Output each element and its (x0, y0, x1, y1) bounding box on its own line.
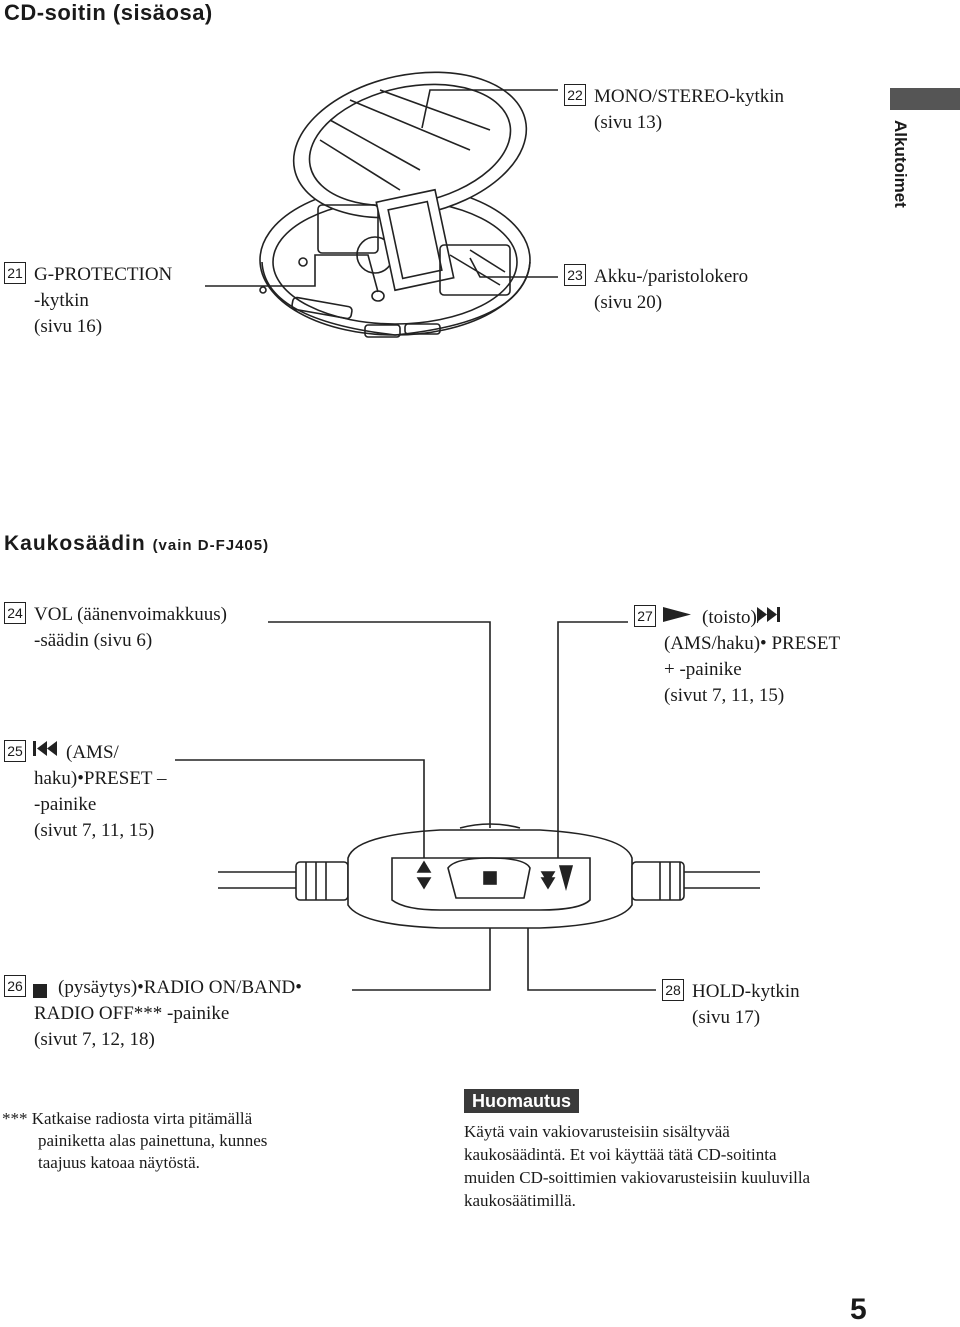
transport-symbols (33, 607, 780, 998)
callout-27: 27(toisto)/ (AMS/haku)• PRESET + -painik… (634, 605, 840, 709)
page-title: CD-soitin (sisäosa) (4, 0, 213, 25)
side-tab: Alkutoimet (891, 120, 910, 208)
callout-25: 25(AMS/ haku)•PRESET – -painike (sivut 7… (4, 740, 166, 844)
remote-section-title: Kaukosäädin (vain D-FJ405) (4, 532, 270, 555)
page-number: 5 (850, 1293, 867, 1326)
remote-drawing (218, 823, 760, 929)
callout-26: 26(pysäytys)•RADIO ON/BAND• RADIO OFF***… (4, 975, 302, 1053)
footnote: *** Katkaise radiosta virta pitämällä pa… (2, 1109, 268, 1172)
cd-player-drawing (259, 71, 531, 338)
side-tab-bar (890, 88, 960, 110)
note-text: Käytä vain vakiovarusteisiin sisältyvää … (464, 1122, 811, 1210)
note-heading: Huomautus (464, 1089, 579, 1113)
